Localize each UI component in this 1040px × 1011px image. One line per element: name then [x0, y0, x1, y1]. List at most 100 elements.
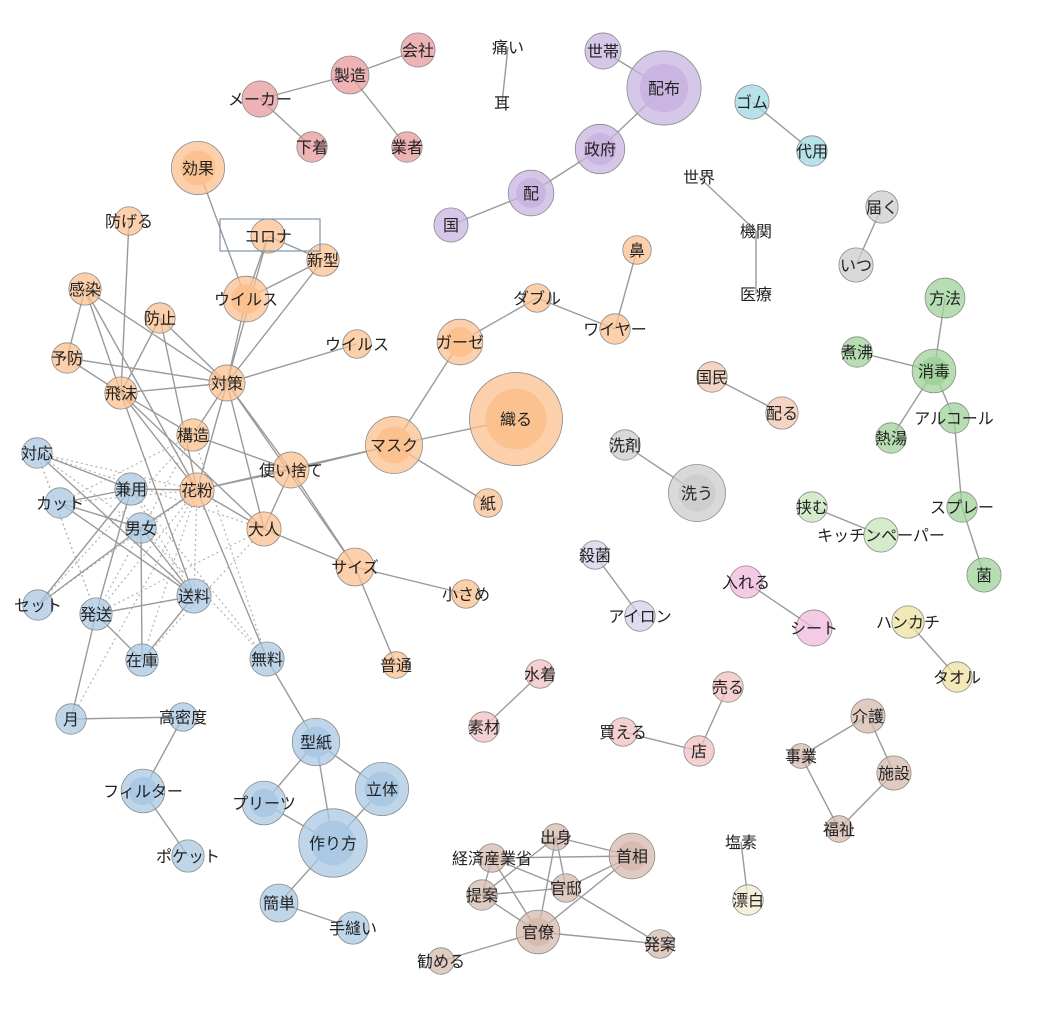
- node-setai[interactable]: [584, 32, 622, 70]
- node-kansen[interactable]: [68, 272, 102, 306]
- node-pocket[interactable]: [171, 839, 205, 873]
- node-label-muryo: 無料: [251, 650, 283, 669]
- node-cut[interactable]: [44, 487, 76, 519]
- node-sozai[interactable]: [468, 711, 500, 743]
- node-zaiko[interactable]: [125, 643, 159, 677]
- node-kenyo[interactable]: [114, 472, 148, 506]
- dotted-edge-hasso-kafun: [95, 489, 198, 615]
- node-kafun[interactable]: [179, 472, 215, 508]
- node-kin[interactable]: [966, 557, 1002, 593]
- node-kozo[interactable]: [176, 418, 210, 452]
- node-label-mask: マスク: [370, 436, 418, 455]
- node-netto[interactable]: [875, 422, 907, 454]
- node-seizo[interactable]: [330, 55, 370, 95]
- edge-tsuki-komitsudo: [70, 716, 184, 720]
- node-taisaku[interactable]: [208, 364, 246, 402]
- node-ireru[interactable]: [729, 565, 763, 599]
- node-tenui[interactable]: [336, 911, 370, 945]
- node-teian[interactable]: [466, 879, 498, 911]
- node-alcohol[interactable]: [938, 402, 970, 434]
- node-shisetsu[interactable]: [876, 755, 912, 791]
- node-gyosha[interactable]: [391, 131, 423, 163]
- node-iron[interactable]: [624, 600, 656, 632]
- node-todoku[interactable]: [865, 190, 899, 224]
- node-mizugi[interactable]: [525, 659, 555, 689]
- node-label-shisetsu: 施設: [878, 764, 910, 783]
- node-label-kantei: 官邸: [550, 879, 582, 898]
- node-kokumin[interactable]: [696, 361, 728, 393]
- node-mise[interactable]: [683, 735, 715, 767]
- node-kami[interactable]: [473, 488, 503, 518]
- node-taio[interactable]: [21, 437, 53, 469]
- edge-kansen-himatsu: [84, 288, 122, 394]
- node-label-yobo: 予防: [51, 349, 83, 368]
- node-kosame[interactable]: [451, 579, 481, 609]
- node-shingata[interactable]: [306, 243, 340, 277]
- node-itsu[interactable]: [838, 247, 874, 283]
- node-kaigo[interactable]: [850, 698, 886, 734]
- node-hyohaku[interactable]: [732, 884, 764, 916]
- node-double[interactable]: [522, 283, 552, 313]
- node-gomu[interactable]: [734, 84, 770, 120]
- node-futsu[interactable]: [382, 651, 410, 679]
- node-muryo[interactable]: [249, 641, 285, 677]
- edge-taio-kenyo: [36, 452, 132, 490]
- node-hatsuan[interactable]: [645, 929, 675, 959]
- node-label-mise: 店: [691, 742, 707, 761]
- node-hana[interactable]: [622, 235, 652, 265]
- node-shafutsu[interactable]: [841, 336, 873, 368]
- node-shusshin[interactable]: [542, 823, 570, 851]
- node-label-kantan: 簡単: [263, 894, 295, 913]
- node-otona[interactable]: [246, 511, 282, 547]
- node-kaeru[interactable]: [608, 717, 638, 747]
- node-fukushi[interactable]: [825, 815, 853, 843]
- node-tsuki[interactable]: [55, 703, 87, 735]
- node-shitagi[interactable]: [296, 131, 328, 163]
- node-boshi[interactable]: [144, 302, 176, 334]
- node-hasamu[interactable]: [796, 491, 828, 523]
- node-spray[interactable]: [946, 491, 978, 523]
- node-tsukaisute[interactable]: [272, 451, 310, 489]
- node-label-set: セット: [14, 596, 62, 615]
- node-sakkin[interactable]: [580, 540, 610, 570]
- node-size[interactable]: [335, 547, 375, 587]
- node-jigyo[interactable]: [788, 743, 814, 769]
- node-hasso[interactable]: [79, 597, 113, 631]
- node-fusegu[interactable]: [114, 206, 144, 236]
- node-wire[interactable]: [599, 313, 631, 345]
- node-uru[interactable]: [712, 671, 744, 703]
- node-kantei[interactable]: [551, 873, 581, 903]
- node-hoho[interactable]: [924, 277, 966, 319]
- node-label-kozo: 構造: [177, 426, 209, 445]
- node-sheet[interactable]: [795, 609, 833, 647]
- node-label-wire: ワイヤー: [583, 320, 647, 339]
- dotted-edge-taio-kafun: [36, 452, 198, 491]
- node-keisansho[interactable]: [477, 843, 507, 873]
- edge-kansen-kafun: [84, 288, 198, 491]
- node-label-shingata: 新型: [307, 251, 339, 270]
- node-maker[interactable]: [241, 80, 279, 118]
- node-senzai[interactable]: [609, 429, 641, 461]
- node-set[interactable]: [22, 589, 54, 621]
- node-soryo[interactable]: [176, 578, 212, 614]
- node-yobo[interactable]: [51, 342, 83, 374]
- node-kantan[interactable]: [259, 883, 299, 923]
- edge-shingata-taisaku: [226, 259, 324, 384]
- node-label-double: ダブル: [513, 289, 561, 308]
- node-towel[interactable]: [941, 661, 973, 693]
- node-daiyo[interactable]: [796, 135, 828, 167]
- node-kuni[interactable]: [433, 207, 469, 243]
- node-himatsu[interactable]: [104, 376, 138, 410]
- node-label-jigyo: 事業: [785, 747, 817, 766]
- node-kubaru[interactable]: [765, 396, 799, 430]
- node-kaisha[interactable]: [400, 32, 436, 68]
- node-komitsudo[interactable]: [168, 702, 198, 732]
- node-virus2[interactable]: [342, 329, 372, 359]
- node-label-rittai: 立体: [366, 780, 398, 799]
- node-kitchen[interactable]: [863, 517, 899, 553]
- node-susumeru[interactable]: [427, 947, 455, 975]
- node-handkerchief[interactable]: [891, 605, 925, 639]
- node-label-virus: ウイルス: [214, 290, 278, 309]
- node-danjo[interactable]: [125, 512, 157, 544]
- node-label-iron: アイロン: [608, 607, 671, 626]
